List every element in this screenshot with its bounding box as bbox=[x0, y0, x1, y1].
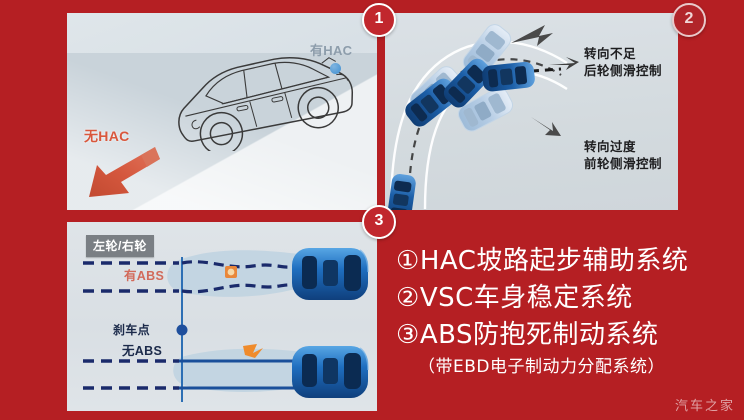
systems-item-1-text: HAC坡路起步辅助系统 bbox=[419, 246, 689, 276]
label-with-abs: 有ABS bbox=[124, 269, 165, 283]
marker-cone-icon bbox=[243, 344, 263, 358]
badge-1: 1 bbox=[362, 3, 396, 37]
arrow-oversteer-icon bbox=[531, 117, 561, 136]
systems-item-1-num: ① bbox=[396, 246, 420, 276]
note-oversteer-line1: 转向过度 bbox=[584, 140, 637, 154]
blue-car-straight bbox=[482, 61, 535, 92]
systems-list: ①HAC坡路起步辅助系统 ②VSC车身稳定系统 ③ABS防抱死制动系统 （带EB… bbox=[396, 243, 744, 380]
label-brake-point: 刹车点 bbox=[113, 323, 150, 337]
badge-2: 2 bbox=[672, 3, 706, 37]
note-understeer: 转向不足 后轮侧滑控制 bbox=[584, 46, 662, 80]
badge-3: 3 bbox=[362, 205, 396, 239]
abs-braking-diagram bbox=[83, 248, 369, 402]
panel-hac: 无HAC 有HAC bbox=[67, 13, 377, 210]
brake-point-dot bbox=[176, 324, 188, 336]
arrow-straight-icon bbox=[549, 57, 579, 70]
abs-car-lower bbox=[292, 346, 369, 398]
hac-blue-dot bbox=[330, 63, 341, 74]
note-understeer-line1: 转向不足 bbox=[584, 47, 637, 61]
watermark: 汽车之家 bbox=[674, 399, 735, 414]
blue-car-start bbox=[387, 174, 416, 210]
panel-vsc: 转向不足 后轮侧滑控制 转向过度 前轮侧滑控制 bbox=[385, 13, 678, 210]
note-oversteer: 转向过度 前轮侧滑控制 bbox=[584, 139, 662, 173]
label-yes-hac: 有HAC bbox=[310, 43, 353, 58]
abs-car-upper bbox=[292, 248, 369, 300]
blue-car-inner bbox=[443, 58, 492, 108]
systems-item-2: ②VSC车身稳定系统 bbox=[396, 280, 744, 317]
systems-item-3-num: ③ bbox=[396, 320, 420, 350]
systems-item-3: ③ABS防抱死制动系统 bbox=[396, 317, 744, 354]
wheel-label-chip: 左轮/右轮 bbox=[86, 235, 154, 257]
label-no-hac: 无HAC bbox=[84, 128, 130, 144]
arrow-understeer-icon bbox=[511, 25, 553, 46]
no-hac-arrow-icon bbox=[89, 147, 160, 197]
vsc-trajectory-diagram bbox=[387, 24, 579, 210]
systems-sub-note: （带EBD电子制动力分配系统） bbox=[418, 357, 665, 377]
spray-upper bbox=[167, 250, 313, 297]
label-without-abs: 无ABS bbox=[122, 344, 163, 358]
note-understeer-line2: 后轮侧滑控制 bbox=[584, 64, 663, 78]
systems-item-1: ①HAC坡路起步辅助系统 bbox=[396, 243, 744, 280]
systems-item-3-text: ABS防抱死制动系统 bbox=[419, 320, 659, 350]
note-oversteer-line2: 前轮侧滑控制 bbox=[584, 157, 663, 171]
ghost-car-oversteer bbox=[457, 87, 514, 132]
systems-item-2-text: VSC车身稳定系统 bbox=[419, 283, 633, 313]
systems-item-2-num: ② bbox=[396, 283, 420, 313]
hac-car-outline bbox=[178, 57, 353, 151]
panel-abs: 左轮/右轮 有ABS 无ABS 刹车点 bbox=[67, 222, 377, 411]
